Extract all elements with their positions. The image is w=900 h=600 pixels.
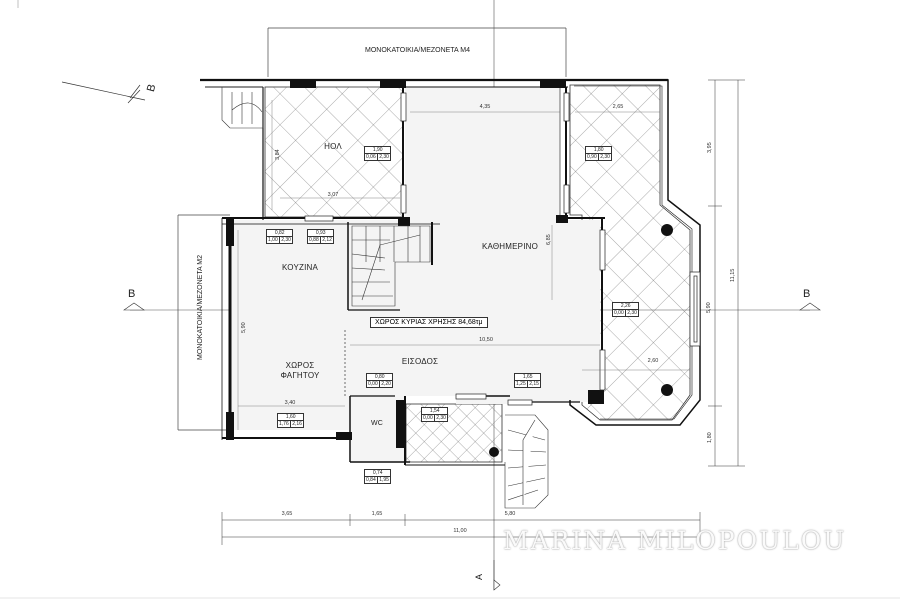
- neighbour-top-label: ΜΟΝΟΚΑΤΟΙΚΙΑ/ΜΕΖΟΝΕΤΑ Μ4: [365, 47, 471, 54]
- dim-590-right: 5,90: [706, 302, 712, 313]
- room-dining: ΧΩΡΟΣ ΦΑΓΗΤΟΥ: [280, 361, 320, 380]
- solid-columns: [226, 80, 604, 448]
- dim-395: 3,95: [707, 142, 713, 153]
- neighbour-left-label: ΜΟΝΟΚΑΤΟΙΚΙΑ/ΜΕΖΟΝΕΤΑ Μ2: [197, 254, 204, 360]
- dim-260: 2,60: [647, 358, 659, 364]
- watermark: MARINA MILOPOULOU: [503, 526, 847, 555]
- section-a-marker: [493, 560, 501, 591]
- dim-365: 3,65: [281, 511, 293, 517]
- room-wc: WC: [370, 420, 384, 427]
- room-hall: ΗΟΛ: [324, 142, 342, 151]
- room-entrance: ΕΙΣΟΔΟΣ: [401, 357, 439, 366]
- dim-1050: 10,50: [479, 337, 493, 343]
- neighbour-left-boundary: [177, 214, 230, 431]
- dim-384: 3,84: [275, 149, 281, 160]
- dim-685: 6,85: [546, 234, 552, 245]
- dim-340: 3,40: [284, 400, 296, 406]
- room-living: ΚΑΘΗΜΕΡΙΝΟ: [481, 242, 539, 251]
- dim-590-left: 5,90: [241, 322, 247, 333]
- dim-180: 1,80: [707, 432, 713, 443]
- external-dimensions-bottom: [221, 512, 701, 545]
- section-b-right-marker: [799, 302, 821, 311]
- stair-corner: [205, 86, 264, 129]
- section-b-left: B: [128, 288, 136, 300]
- neighbour-top-boundary: [267, 27, 567, 77]
- main-area-label: ΧΩΡΟΣ ΚΥΡΙΑΣ ΧΡΗΣΗΣ 84,68τμ: [370, 317, 488, 328]
- stair-lower: [504, 414, 549, 509]
- stair-upper: [351, 225, 431, 307]
- dim-1115: 11,15: [730, 268, 736, 282]
- section-b-top-marker: [61, 81, 146, 104]
- dim-265: 2,65: [612, 104, 624, 110]
- room-kitchen: ΚΟΥΖΙΝΑ: [281, 263, 319, 272]
- external-dimensions-right: [708, 79, 745, 467]
- section-b-right: B: [803, 288, 811, 300]
- dim-165: 1,65: [371, 511, 383, 517]
- section-b-left-marker: [123, 302, 145, 311]
- dim-307: 3,07: [327, 192, 339, 198]
- dim-580: 5,80: [504, 511, 516, 517]
- dim-435: 4,35: [479, 104, 491, 110]
- internal-dimensions: [237, 100, 690, 430]
- section-a-bottom: A: [474, 573, 485, 581]
- dim-1100: 11,00: [453, 528, 467, 534]
